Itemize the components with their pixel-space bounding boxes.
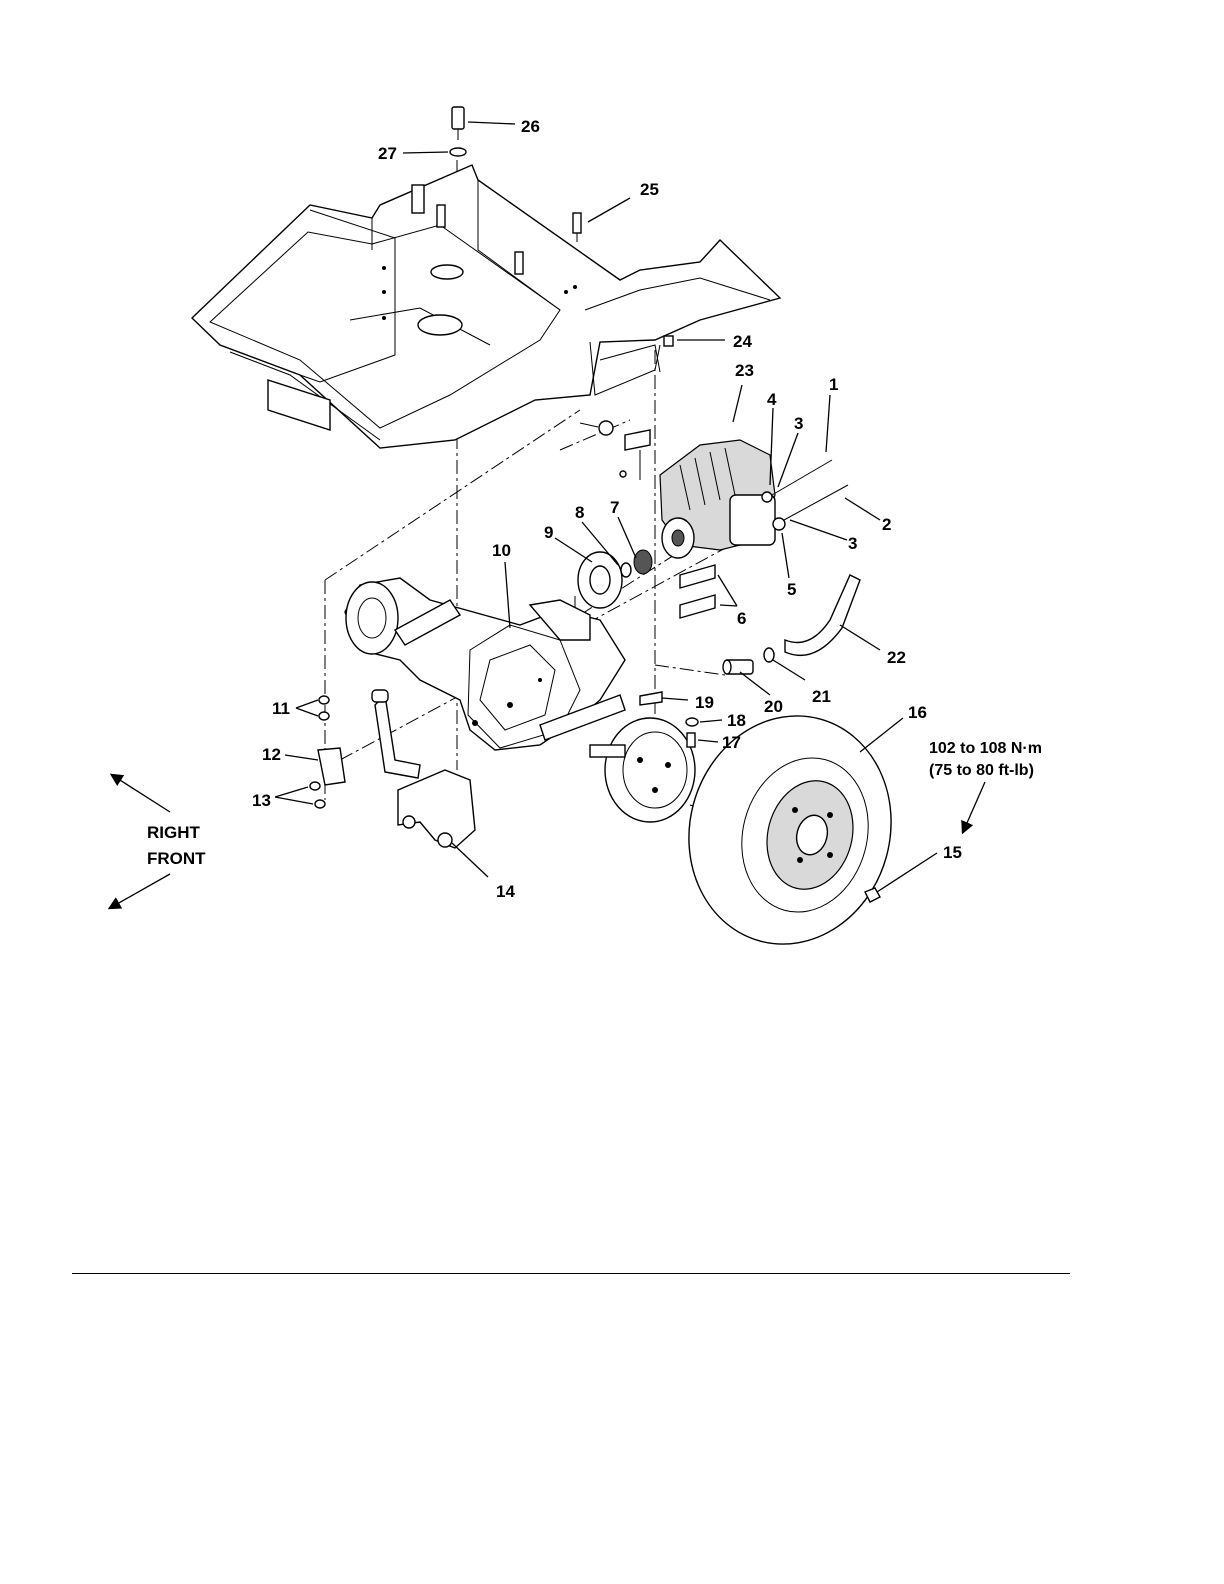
fittings bbox=[723, 648, 774, 674]
front-direction-arrow bbox=[110, 874, 170, 908]
torque-spec-metric: 102 to 108 N·m bbox=[929, 740, 1042, 757]
torque-arrow bbox=[963, 782, 985, 832]
callout-7: 7 bbox=[610, 498, 619, 517]
callout-26: 26 bbox=[521, 117, 540, 136]
callout-5: 5 bbox=[787, 580, 796, 599]
spacers bbox=[680, 565, 715, 618]
callout-12: 12 bbox=[262, 745, 281, 764]
direction-label-right: RIGHT bbox=[147, 823, 201, 842]
callout-25: 25 bbox=[640, 180, 659, 199]
callout-3-upper: 3 bbox=[794, 414, 803, 433]
callout-20: 20 bbox=[764, 697, 783, 716]
callout-18: 18 bbox=[727, 711, 746, 730]
callout-1: 1 bbox=[829, 375, 838, 394]
callout-9: 9 bbox=[544, 523, 553, 542]
callout-11: 11 bbox=[272, 699, 290, 718]
callout-21: 21 bbox=[812, 687, 831, 706]
direction-label-front: FRONT bbox=[147, 849, 206, 868]
torque-spec: 102 to 108 N·m (75 to 80 ft-lb) bbox=[929, 740, 1042, 779]
callout-8: 8 bbox=[575, 503, 584, 522]
callout-4: 4 bbox=[767, 390, 777, 409]
main-frame bbox=[192, 165, 780, 448]
callout-24: 24 bbox=[733, 332, 752, 351]
callout-19: 19 bbox=[695, 693, 714, 712]
coupler-assembly bbox=[578, 550, 652, 608]
callout-23: 23 bbox=[735, 361, 754, 380]
callout-3-lower: 3 bbox=[848, 534, 857, 553]
callout-6: 6 bbox=[737, 609, 746, 628]
callout-2: 2 bbox=[882, 515, 891, 534]
callout-13: 13 bbox=[252, 791, 271, 810]
callout-10: 10 bbox=[492, 541, 511, 560]
callout-22: 22 bbox=[887, 648, 906, 667]
hydrostat-pump bbox=[580, 421, 848, 558]
callout-16: 16 bbox=[908, 703, 927, 722]
callout-27: 27 bbox=[378, 144, 397, 163]
page-footer-rule bbox=[72, 1273, 1070, 1274]
direction-indicator: RIGHT FRONT bbox=[110, 775, 206, 908]
torque-spec-imperial: (75 to 80 ft-lb) bbox=[929, 762, 1034, 779]
callout-14: 14 bbox=[496, 882, 515, 901]
callout-17: 17 bbox=[722, 733, 741, 752]
callout-15: 15 bbox=[943, 843, 962, 862]
wheel-tire bbox=[664, 693, 917, 967]
right-direction-arrow bbox=[112, 775, 170, 812]
